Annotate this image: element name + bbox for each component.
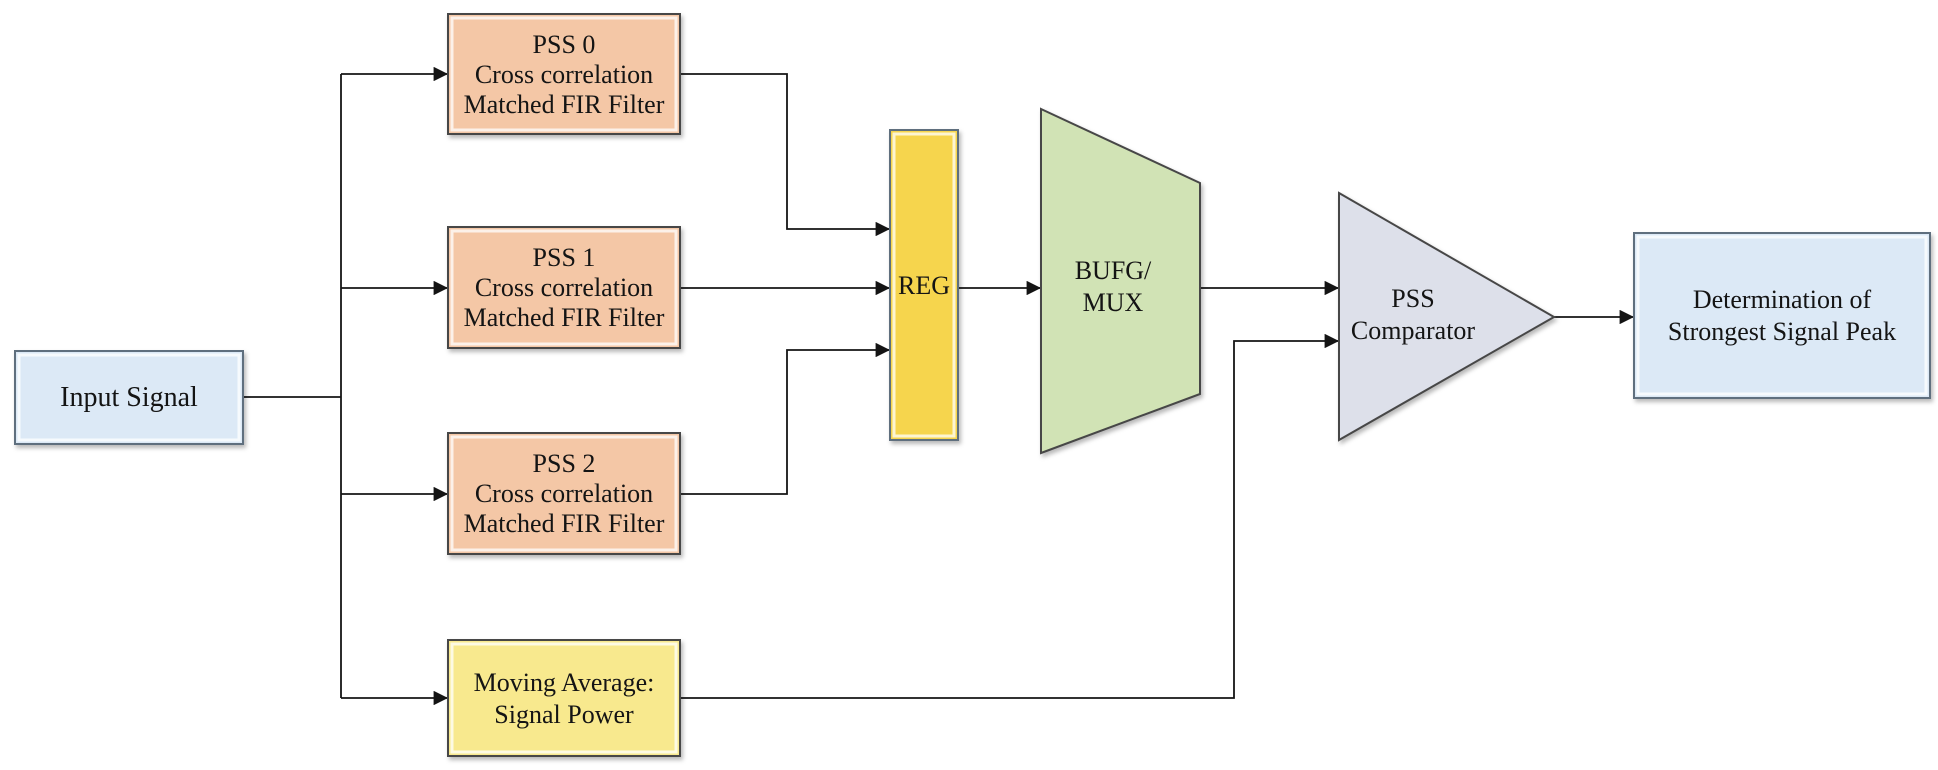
reg-label: REG (898, 271, 950, 300)
bufg-mux-label-line2: MUX (1083, 288, 1144, 317)
pss0-label-line2: Cross correlation (475, 60, 653, 89)
node-pss1: PSS 1 Cross correlation Matched FIR Filt… (447, 226, 681, 349)
pss-comparator-label-line2: Comparator (1351, 316, 1476, 345)
determination-label-line1: Determination of (1693, 285, 1872, 314)
moving-average-box (447, 639, 681, 757)
determination-box (1633, 232, 1931, 399)
pss0-label-line3: Matched FIR Filter (464, 90, 665, 119)
bufg-mux-label-line1: BUFG/ (1075, 256, 1152, 285)
connectors (243, 66, 1634, 706)
pss1-label-line3: Matched FIR Filter (464, 303, 665, 332)
pss2-label-line3: Matched FIR Filter (464, 509, 665, 538)
moving-average-label-line1: Moving Average: (474, 668, 655, 697)
node-bufg-mux: BUFG/ MUX (1040, 107, 1201, 455)
pss1-label-line1: PSS 1 (533, 243, 596, 272)
edge-pss0-to-reg (680, 73, 890, 237)
node-pss2: PSS 2 Cross correlation Matched FIR Filt… (447, 432, 681, 555)
pss-comparator-label-line1: PSS (1391, 284, 1434, 313)
mux-trapezoid (1040, 107, 1201, 455)
determination-label-line2: Strongest Signal Peak (1668, 317, 1896, 346)
node-input-signal: Input Signal (14, 350, 244, 445)
node-pss0: PSS 0 Cross correlation Matched FIR Filt… (447, 13, 681, 135)
node-reg: REG (889, 129, 959, 441)
edge-pss2-to-reg (680, 342, 890, 495)
pss0-label-line1: PSS 0 (533, 30, 596, 59)
pss2-label-line1: PSS 2 (533, 449, 596, 478)
node-pss-comparator: PSS Comparator (1338, 191, 1557, 442)
node-determination: Determination of Strongest Signal Peak (1633, 232, 1931, 399)
moving-average-label-line2: Signal Power (494, 700, 634, 729)
pss1-label-line2: Cross correlation (475, 273, 653, 302)
comparator-triangle (1338, 191, 1557, 442)
edge-moving-average-to-comparator (680, 333, 1339, 699)
input-signal-label: Input Signal (60, 382, 198, 413)
pss2-label-line2: Cross correlation (475, 479, 653, 508)
node-moving-average: Moving Average: Signal Power (447, 639, 681, 757)
